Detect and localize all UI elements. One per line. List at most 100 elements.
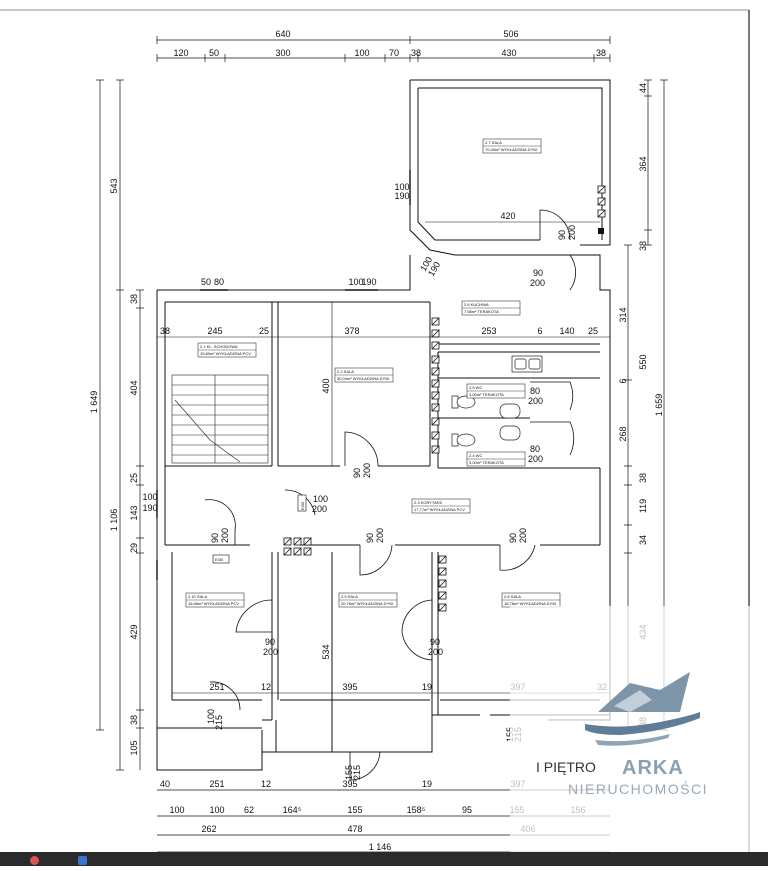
dim-left-25: 25 — [129, 473, 139, 483]
duct-filled — [598, 228, 604, 234]
ventilation-ducts — [283, 185, 606, 612]
door-exit-w: 100 — [206, 709, 216, 724]
water-icon — [585, 712, 700, 735]
door-kitchen-h: 200 — [530, 278, 545, 288]
inner-400: 400 — [321, 378, 331, 393]
door-wc1-w: 80 — [530, 386, 540, 396]
inner-245: 245 — [207, 326, 222, 336]
room-area-floor: 7,58m² TERAKOTA — [464, 309, 499, 314]
opening-w100-b: 100 — [348, 277, 363, 287]
inner-253: 253 — [481, 326, 496, 336]
windows — [156, 170, 411, 580]
room-id-name: 2.8 SALA — [504, 594, 521, 599]
room-area-floor: 18,78m² WYKŁADZINA DYW. — [504, 601, 557, 606]
dim-bottom-40: 40 — [160, 779, 170, 789]
dim-bottom3-478: 478 — [347, 824, 362, 834]
door-corridor-h: 200 — [312, 504, 327, 514]
dim-top-120: 120 — [173, 48, 188, 58]
dim-right-1659: 1 659 — [654, 394, 664, 417]
tag-ei30-a: EI30 — [300, 501, 305, 510]
room-id-name: 2.1 KL. SCHODOWA — [200, 344, 238, 349]
door-wc2-h: 200 — [528, 454, 543, 464]
opening-h190-left: 190 — [142, 503, 157, 513]
dim-top-300: 300 — [275, 48, 290, 58]
room-id-name: 2.4 WC — [469, 453, 482, 458]
dim-left-1649: 1 649 — [89, 391, 99, 414]
inner-38: 38 — [160, 326, 170, 336]
room-area-floor: 30,04m² WYKŁADZINA DYW. — [337, 376, 390, 381]
dim-right-314: 314 — [618, 307, 628, 322]
dim-top-430: 430 — [501, 48, 516, 58]
inner-25b: 25 — [588, 326, 598, 336]
room-id-name: 2.3 KORYTARZ — [414, 500, 443, 505]
dim-top-38b: 38 — [596, 48, 606, 58]
door-sala28-h: 200 — [518, 528, 528, 543]
top-dimensions — [156, 36, 611, 62]
dim-bottom-251: 251 — [209, 779, 224, 789]
dim-bottom2-100b: 100 — [209, 805, 224, 815]
dim-bottom2-62: 62 — [244, 805, 254, 815]
door-bottom-w: 155 — [344, 765, 354, 780]
opening-h80: 80 — [214, 277, 224, 287]
record-icon[interactable] — [30, 856, 39, 865]
dim-bottom2-1645: 164⁵ — [283, 805, 302, 815]
door-sala29-h: 200 — [375, 528, 385, 543]
wc-fixtures — [451, 395, 521, 447]
tag-ei30-b: EI30 — [215, 557, 224, 562]
door-kitchen-w: 90 — [533, 268, 543, 278]
dim-right-34: 34 — [638, 535, 648, 545]
room-area-floor: 70,40m² WYKŁADZINA DYW. — [485, 147, 538, 152]
dim-top-640: 640 — [275, 29, 290, 39]
dim-left-105: 105 — [129, 740, 139, 755]
door-29b-w: 90 — [430, 637, 440, 647]
door-wc1-h: 200 — [528, 396, 543, 406]
door-swings — [204, 209, 576, 781]
dim-bottom-total: 1 146 — [369, 842, 392, 852]
dim-top-38a: 38 — [411, 48, 421, 58]
app-icon[interactable] — [78, 856, 87, 865]
opening-w50: 50 — [201, 277, 211, 287]
dim-top-100: 100 — [354, 48, 369, 58]
dim-right-268: 268 — [618, 426, 628, 441]
inner-395: 395 — [342, 682, 357, 692]
room-area-floor: 17,77m² WYKŁADZINA PCV — [414, 507, 465, 512]
fire-rating-tags: EI30 EI30 — [212, 494, 307, 564]
bottom-toolbar — [0, 852, 768, 866]
door-sala210-w: 90 — [210, 533, 220, 543]
dim-left-38b: 38 — [129, 715, 139, 725]
door-210b-h: 200 — [263, 647, 278, 657]
room-area-floor: 15,80m² WYKŁADZINA PCV — [200, 351, 251, 356]
dim-right-119: 119 — [638, 499, 648, 513]
door-210b-w: 90 — [265, 637, 275, 647]
logo-floor-label: I PIĘTRO — [536, 759, 596, 775]
dim-left-543: 543 — [109, 178, 119, 193]
room-id-name: 2.10 SALA — [188, 594, 207, 599]
door-sala29-w: 90 — [365, 533, 375, 543]
door-corridor-w: 100 — [313, 494, 328, 504]
door-sala28-w: 90 — [508, 533, 518, 543]
inner-140: 140 — [559, 326, 574, 336]
door-hall-w: 90 — [557, 230, 567, 240]
door-hall-h: 200 — [567, 225, 577, 240]
door-sala210-h: 200 — [220, 528, 230, 543]
room-area-floor: 3,00m² TERAKOTA — [469, 392, 504, 397]
dim-right-44: 44 — [638, 83, 648, 93]
door-sala22-w: 90 — [352, 468, 362, 478]
door-sala22-h: 200 — [362, 463, 372, 478]
inner-378: 378 — [344, 326, 359, 336]
room-id-name: 2.5 WC — [469, 385, 482, 390]
left-dimensions — [96, 79, 144, 771]
arka-logo: I PIĘTRO ARKA NIERUCHOMOŚCI — [536, 672, 708, 797]
inner-6: 6 — [537, 326, 542, 336]
room-id-name: 2.2 SALA — [337, 369, 354, 374]
dim-bottom-395: 395 — [342, 779, 357, 789]
inner-420: 420 — [500, 211, 515, 221]
staircase — [171, 374, 269, 464]
dim-bottom2-155: 155 — [347, 805, 362, 815]
dim-top-506: 506 — [503, 29, 518, 39]
opening-w100-left: 100 — [142, 492, 157, 502]
dim-right-38b: 38 — [638, 473, 648, 483]
logo-tagline: NIERUCHOMOŚCI — [568, 780, 708, 797]
dim-bottom2-100a: 100 — [169, 805, 184, 815]
